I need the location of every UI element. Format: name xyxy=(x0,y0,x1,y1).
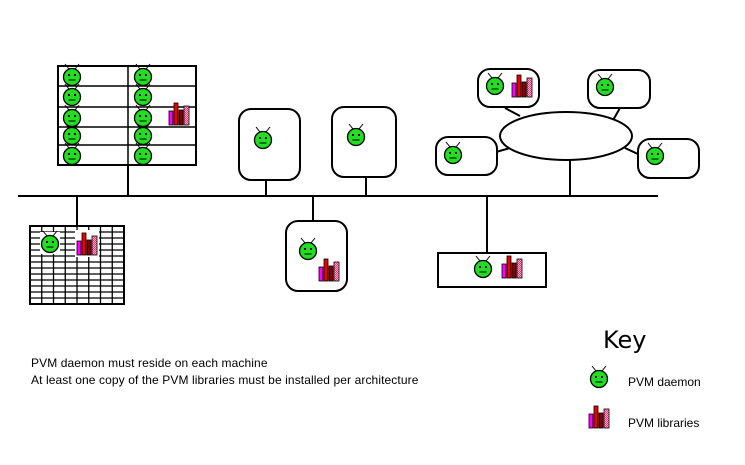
ring-hub[interactable] xyxy=(499,111,633,161)
ring-node[interactable] xyxy=(587,69,651,109)
note-libraries: At least one copy of the PVM libraries m… xyxy=(31,373,419,387)
note-daemon: PVM daemon must reside on each machine xyxy=(31,356,268,370)
mpp-grid-node[interactable] xyxy=(29,225,125,305)
key-title: Key xyxy=(603,326,647,354)
cluster-rack-node[interactable] xyxy=(57,63,197,166)
ring-node-with-libraries[interactable] xyxy=(477,68,540,108)
workstation-with-libraries-node[interactable] xyxy=(285,220,348,292)
bus-connectors xyxy=(76,160,571,253)
key-label-libraries: PVM libraries xyxy=(628,416,700,430)
key-pvm-daemon-icon xyxy=(589,365,609,389)
server-node[interactable] xyxy=(437,252,547,288)
key-label-daemon: PVM daemon xyxy=(628,375,701,389)
workstation-node[interactable] xyxy=(238,108,301,181)
key-pvm-libraries-icon xyxy=(588,405,610,429)
workstation-node[interactable] xyxy=(331,106,397,178)
ring-node[interactable] xyxy=(435,136,498,176)
ring-node[interactable] xyxy=(637,138,700,179)
